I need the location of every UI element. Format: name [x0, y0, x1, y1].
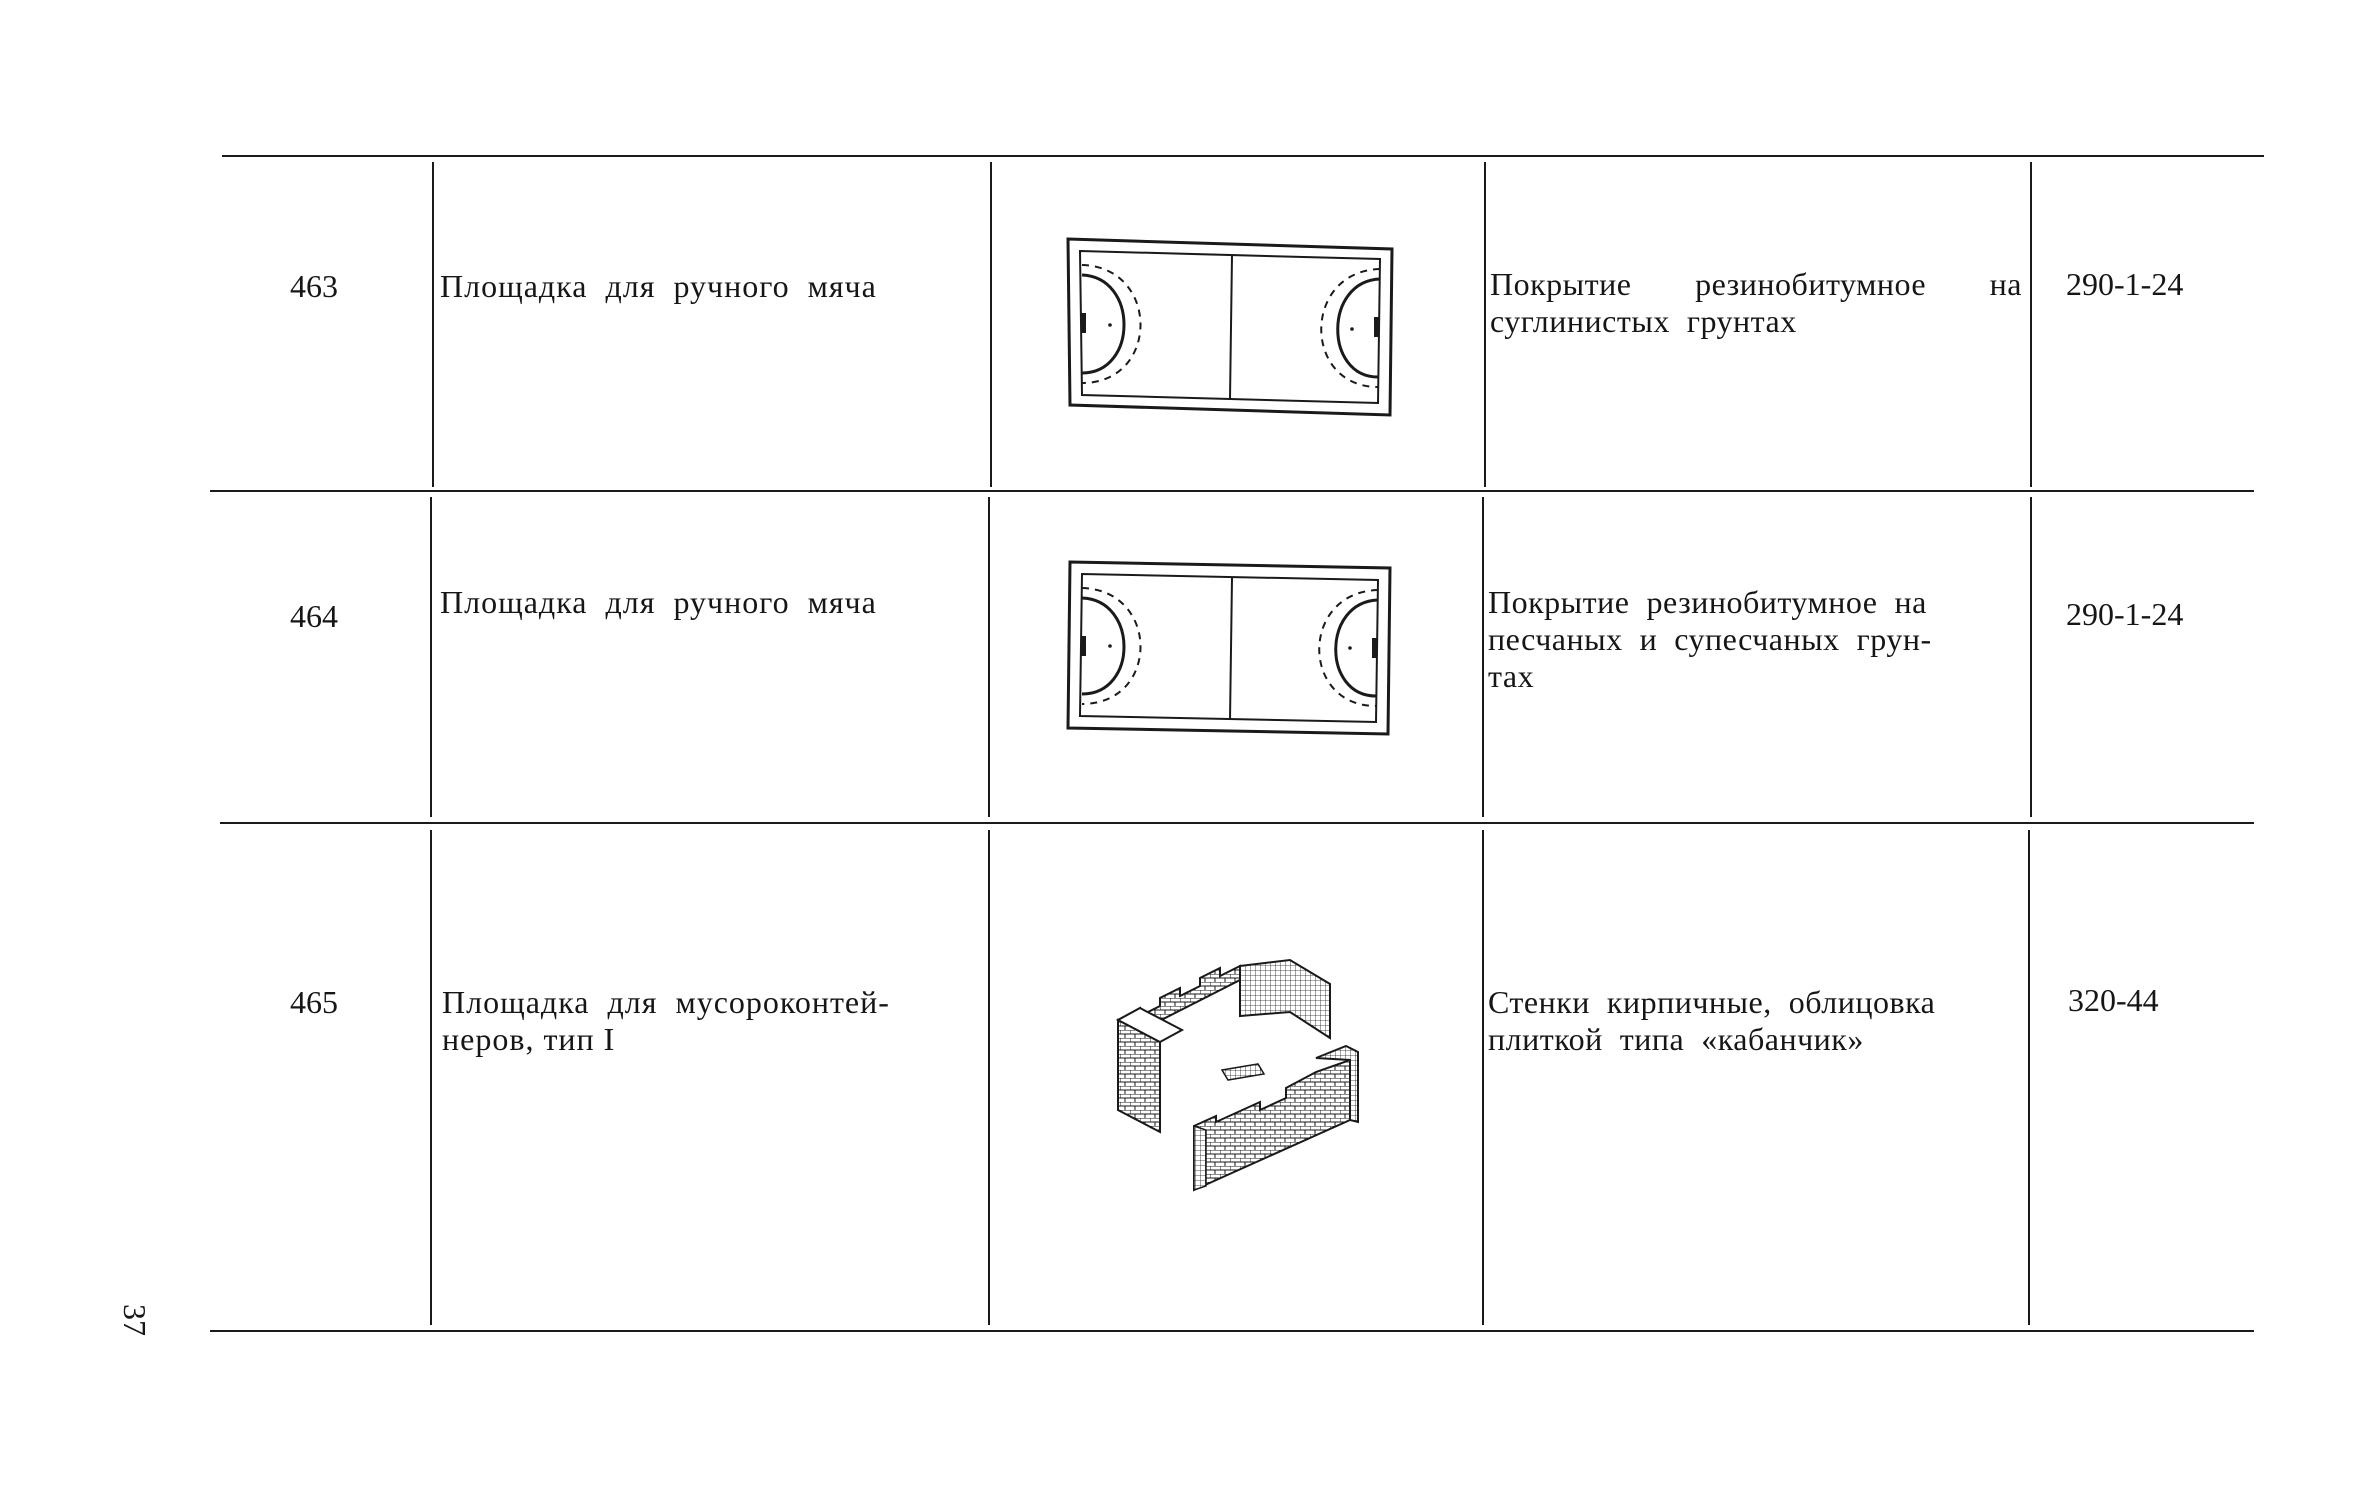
col-divider	[988, 830, 990, 1325]
col-divider	[430, 497, 432, 817]
col-divider	[1484, 162, 1486, 487]
row-name-line: Площадка для ручного мяча	[440, 268, 877, 304]
row-description-line: Стенки кирпичные, облицовка	[1488, 984, 1936, 1020]
row-number: 464	[290, 598, 338, 634]
row-name-line: неров, тип I	[442, 1021, 616, 1057]
row-description: Покрытие резинобитумное на песчаных и су…	[1488, 584, 2022, 695]
row-description: Стенки кирпичные, облицовка плиткой типа…	[1488, 984, 2022, 1058]
col-divider	[432, 162, 434, 487]
row-description-line: тах	[1488, 658, 1535, 694]
col-divider	[2028, 830, 2030, 1325]
row-code: 290-1-24	[2066, 266, 2184, 302]
row-number: 463	[290, 268, 338, 304]
handball-court-icon	[1066, 237, 1398, 417]
col-divider	[1482, 830, 1484, 1325]
row-code: 290-1-24	[2066, 596, 2184, 632]
row-description-line: Покрытие резинобитумное на	[1488, 584, 1927, 620]
table-top-rule	[222, 155, 2264, 157]
row-description-line: плиткой типа «кабанчик»	[1488, 1021, 1864, 1057]
col-divider	[988, 497, 990, 817]
col-divider	[990, 162, 992, 487]
row-divider-2	[220, 822, 2254, 824]
row-name: Площадка для мусороконтей- неров, тип I	[442, 984, 982, 1058]
brick-enclosure-icon	[1110, 950, 1410, 1192]
row-name-line: Площадка для мусороконтей-	[442, 984, 890, 1020]
row-description-line: суглинистых грунтах	[1490, 303, 1797, 339]
table-bottom-rule	[210, 1330, 2254, 1332]
col-divider	[1482, 497, 1484, 817]
handball-court-icon	[1066, 560, 1398, 740]
row-code: 320-44	[2068, 982, 2159, 1018]
col-divider	[2030, 497, 2032, 817]
row-name-line: Площадка для ручного мяча	[440, 584, 877, 620]
row-divider-1	[210, 490, 2254, 492]
row-description: Покрытие резинобитумное на суглинистых г…	[1490, 266, 2022, 340]
row-description-line: песчаных и супесчаных грун-	[1488, 621, 1932, 657]
col-divider	[430, 830, 432, 1325]
row-description-line: Покрытие резинобитумное на	[1490, 266, 2022, 302]
row-number: 465	[290, 984, 338, 1020]
col-divider	[2030, 162, 2032, 487]
row-name: Площадка для ручного мяча	[440, 268, 970, 305]
row-name: Площадка для ручного мяча	[440, 584, 970, 621]
page-number: 37	[117, 1304, 153, 1336]
